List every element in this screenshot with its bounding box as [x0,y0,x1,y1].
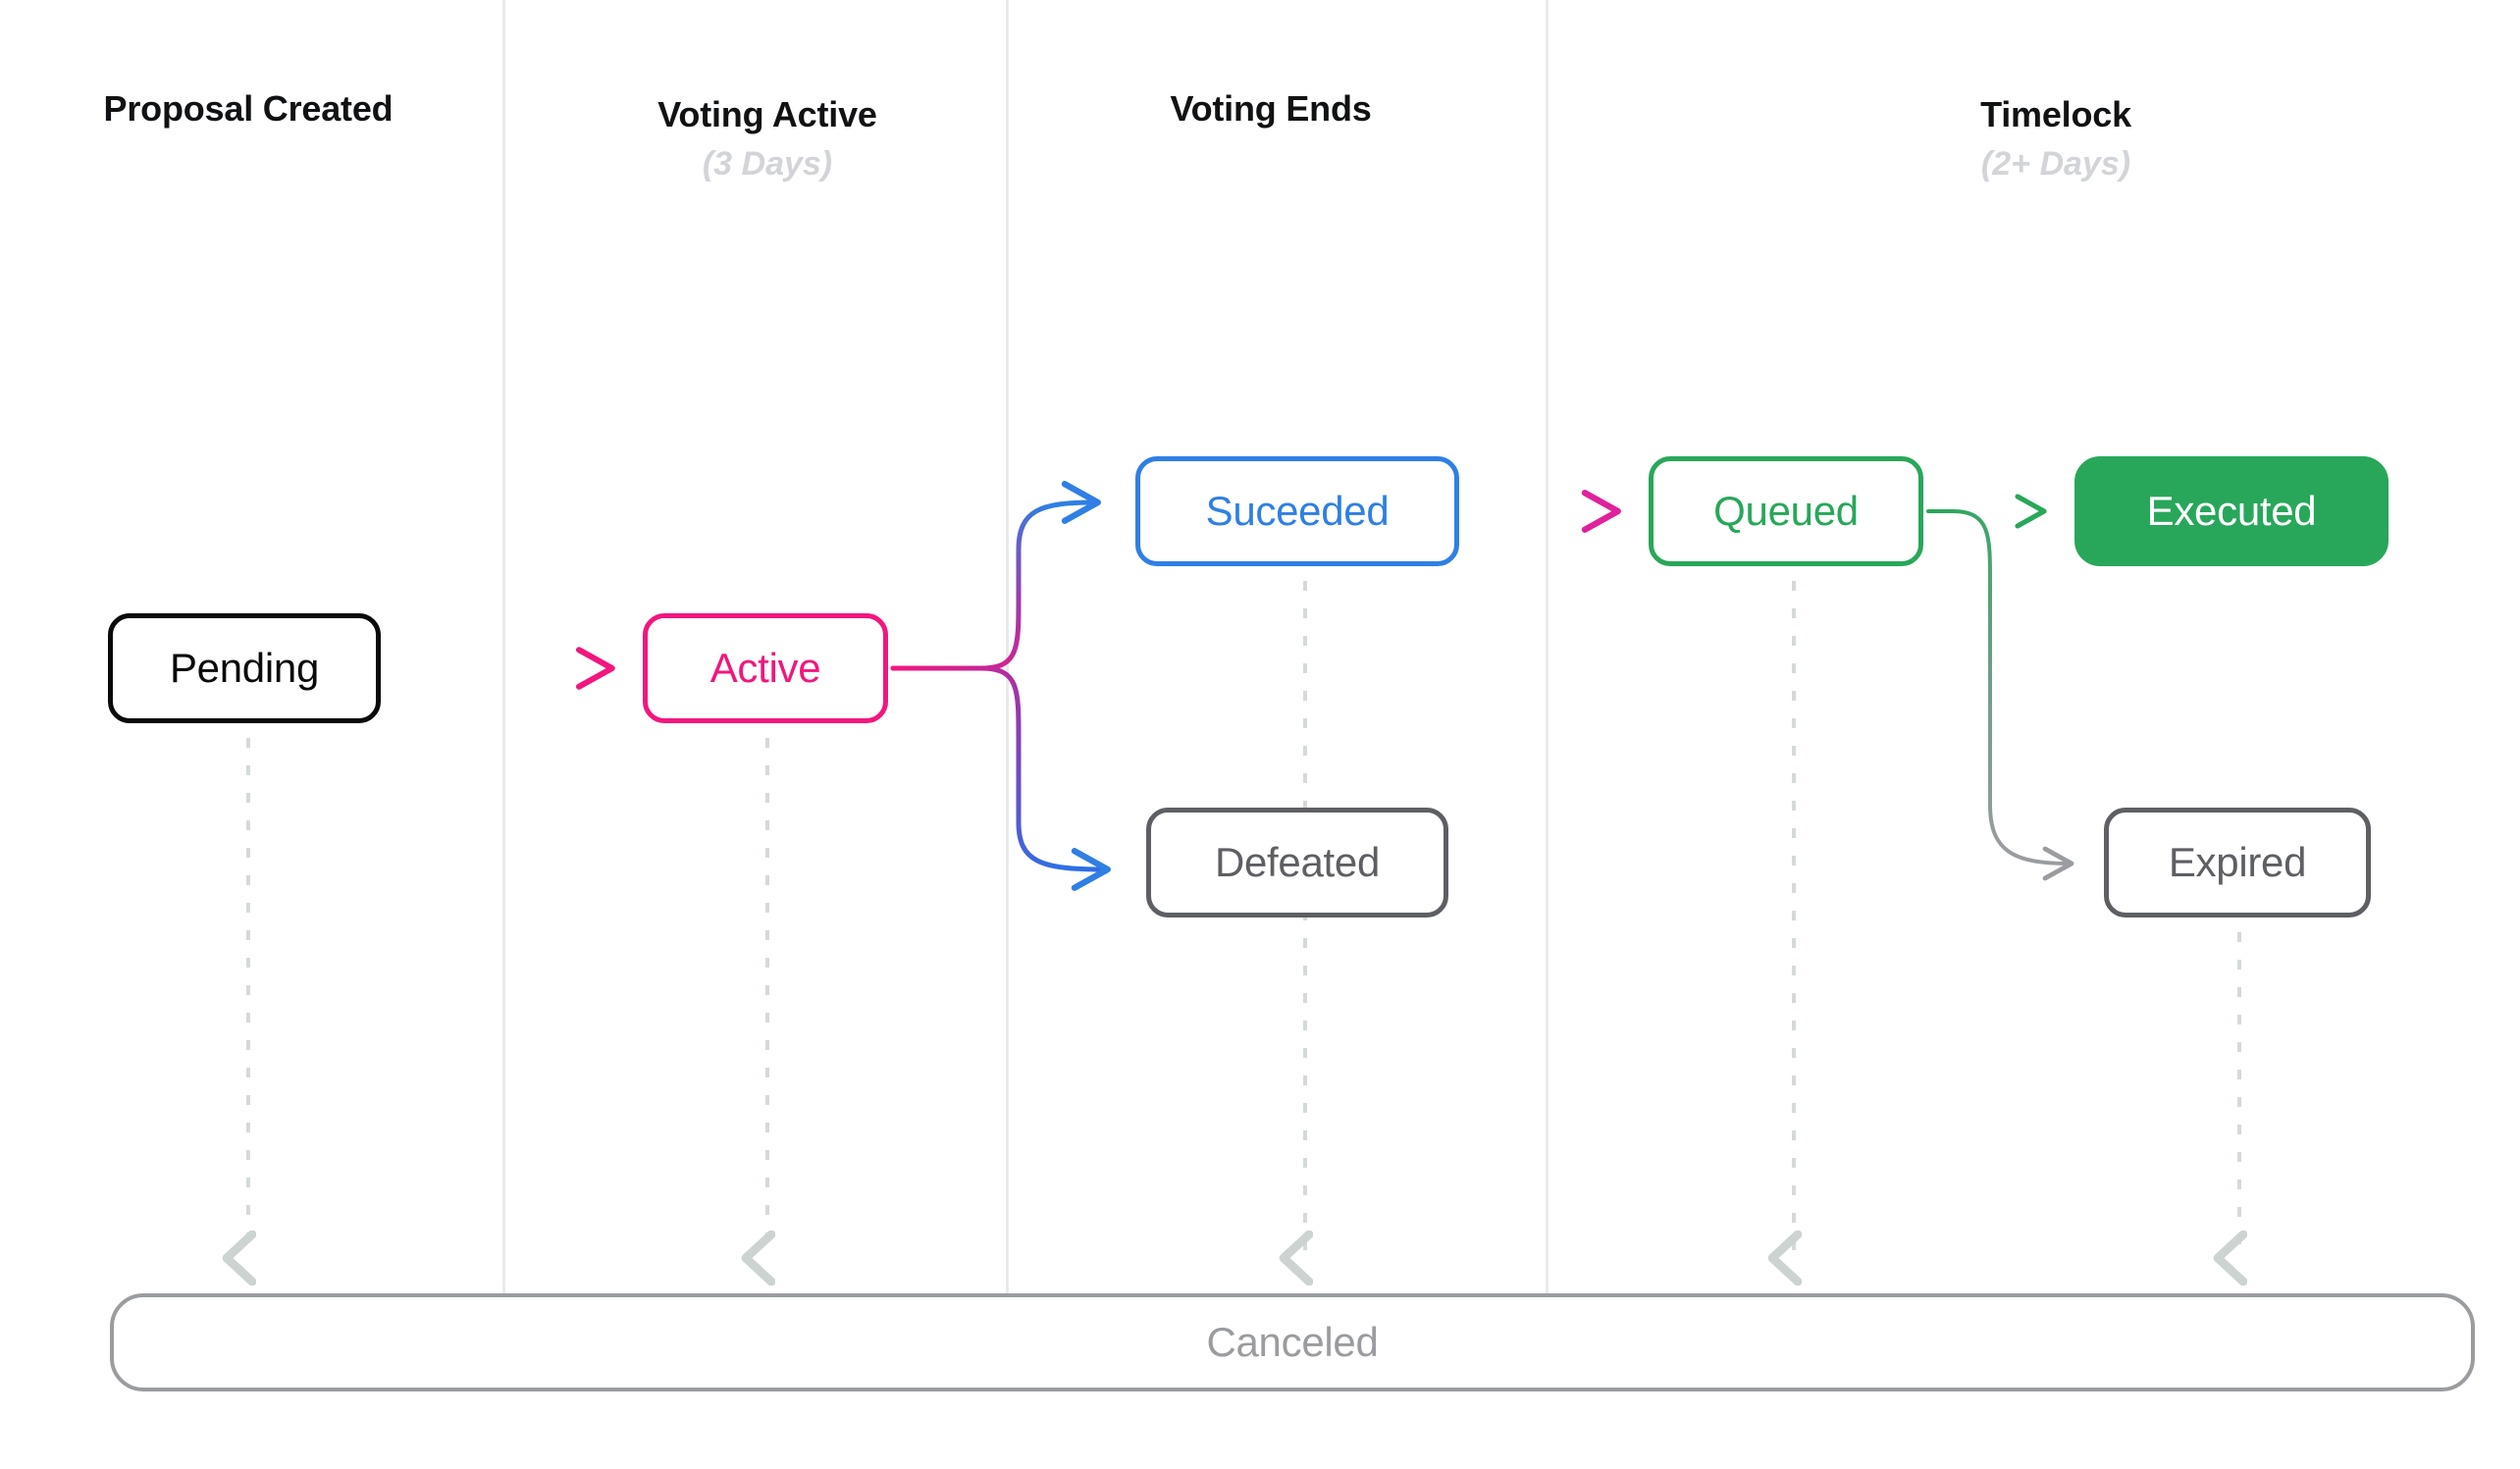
edge-active-to-defeated [890,665,1111,891]
phase-title: Proposal Created [103,88,394,129]
node-canceled[interactable]: Canceled [110,1293,2475,1391]
column-divider-3 [1546,0,1549,1293]
canceled-label: Canceled [1206,1319,1379,1365]
phase-title: Voting Active [657,94,877,134]
node-queued[interactable]: Queued [1649,456,1923,566]
phase-subtitle: (2+ Days) [1980,145,2131,184]
phase-header-timelock: Timelock (2+ Days) [1980,92,2131,186]
node-pending[interactable]: Pending [108,613,381,723]
node-label: Pending [169,645,320,691]
phase-title: Voting Ends [1170,88,1372,129]
node-label: Active [709,645,821,691]
column-divider-1 [502,0,505,1293]
node-label: Suceeded [1205,488,1390,534]
node-label: Queued [1713,488,1859,534]
phase-header-voting-active: Voting Active (3 Days) [657,92,877,186]
node-label: Executed [2146,488,2317,534]
node-active[interactable]: Active [643,613,888,723]
phase-title: Timelock [1980,94,2131,134]
edge-active-to-succeeded [890,481,1101,671]
phase-header-proposal-created: Proposal Created [104,86,394,131]
node-succeeded[interactable]: Suceeded [1135,456,1459,566]
node-executed[interactable]: Executed [2074,456,2389,566]
edge-queued-to-expired [1926,509,2074,881]
node-label: Defeated [1214,839,1381,885]
node-defeated[interactable]: Defeated [1146,808,1448,918]
column-divider-2 [1006,0,1009,1293]
phase-subtitle: (3 Days) [702,145,833,184]
node-label: Expired [2168,839,2307,885]
node-expired[interactable]: Expired [2104,808,2371,918]
phase-header-voting-ends: Voting Ends [1170,86,1371,131]
